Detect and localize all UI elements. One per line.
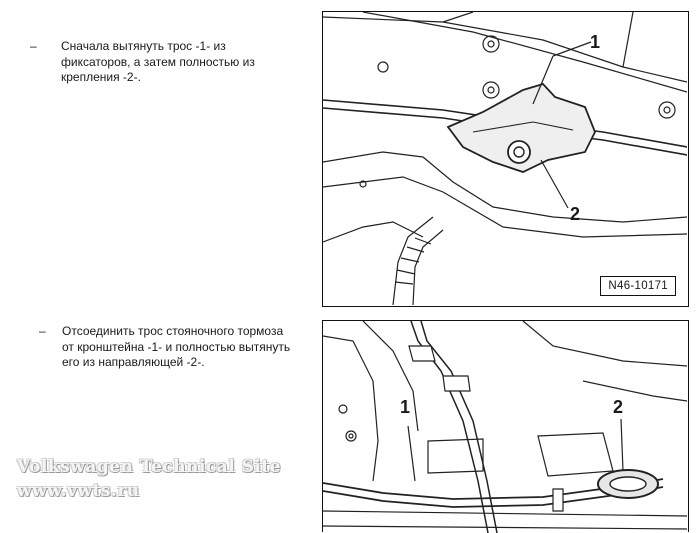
watermark-line-2: www.vwts.ru xyxy=(17,481,140,501)
step-dash: – xyxy=(30,39,37,53)
line-drawing-cable-bracket xyxy=(323,12,687,305)
step-text: Отсоединить трос стояночного тормоза от … xyxy=(62,324,291,369)
callout-1: 1 xyxy=(590,32,601,52)
watermark-line-1: Volkswagen Technical Site xyxy=(17,457,282,477)
callout-2: 2 xyxy=(570,204,581,224)
step-text: Сначала вытянуть трос -1- из фиксаторов,… xyxy=(61,39,255,84)
callout-2: 2 xyxy=(613,397,624,417)
callout-1: 1 xyxy=(400,397,411,417)
instruction-step-1: – Сначала вытянуть трос -1- из фиксаторо… xyxy=(30,39,320,89)
watermark: Volkswagen Technical Site www.vwts.ru xyxy=(17,455,281,503)
instruction-step-2: – Отсоединить трос стояночного тормоза о… xyxy=(39,324,329,374)
illustration-cable-bracket: 1 2 N46-10171 xyxy=(322,11,689,307)
line-drawing-cable-guide xyxy=(323,321,687,533)
step-dash: – xyxy=(39,324,46,338)
figure-code: N46-10171 xyxy=(600,276,676,296)
illustration-cable-guide: 1 2 xyxy=(322,320,689,533)
